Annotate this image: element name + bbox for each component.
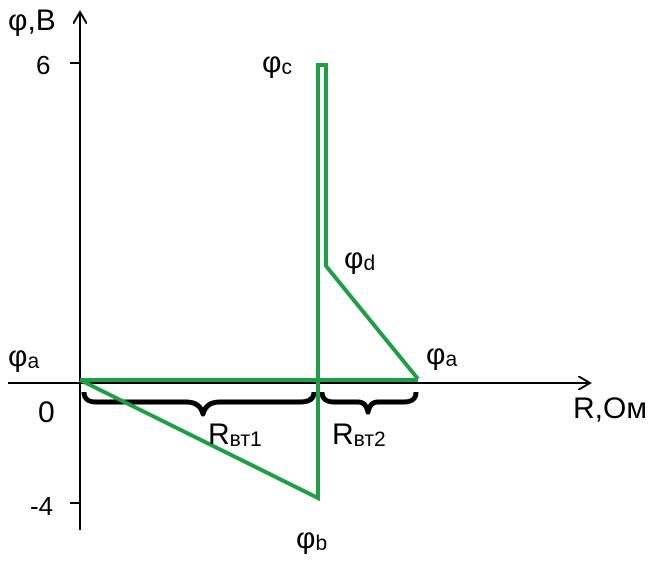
brace-r1 — [81, 391, 317, 417]
point-label-b: φb — [296, 522, 327, 555]
point-label-a-left: φa — [8, 340, 39, 373]
resistance-label-r2: Rвт2 — [332, 418, 386, 451]
point-label-c: φc — [262, 46, 292, 79]
x-axis-label: R,Ом — [573, 392, 647, 425]
y-tick-label-0: 0 — [38, 396, 55, 429]
y-axis-label: φ,B — [8, 4, 56, 37]
y-tick-label-6: 6 — [36, 50, 50, 80]
resistance-label-r1: Rвт1 — [208, 418, 262, 451]
y-tick-label-minus4: -4 — [30, 491, 53, 521]
point-label-a-right: φa — [426, 338, 457, 371]
brace-r2 — [319, 391, 419, 415]
point-label-d: φd — [344, 242, 375, 275]
potential-curve — [79, 63, 420, 502]
